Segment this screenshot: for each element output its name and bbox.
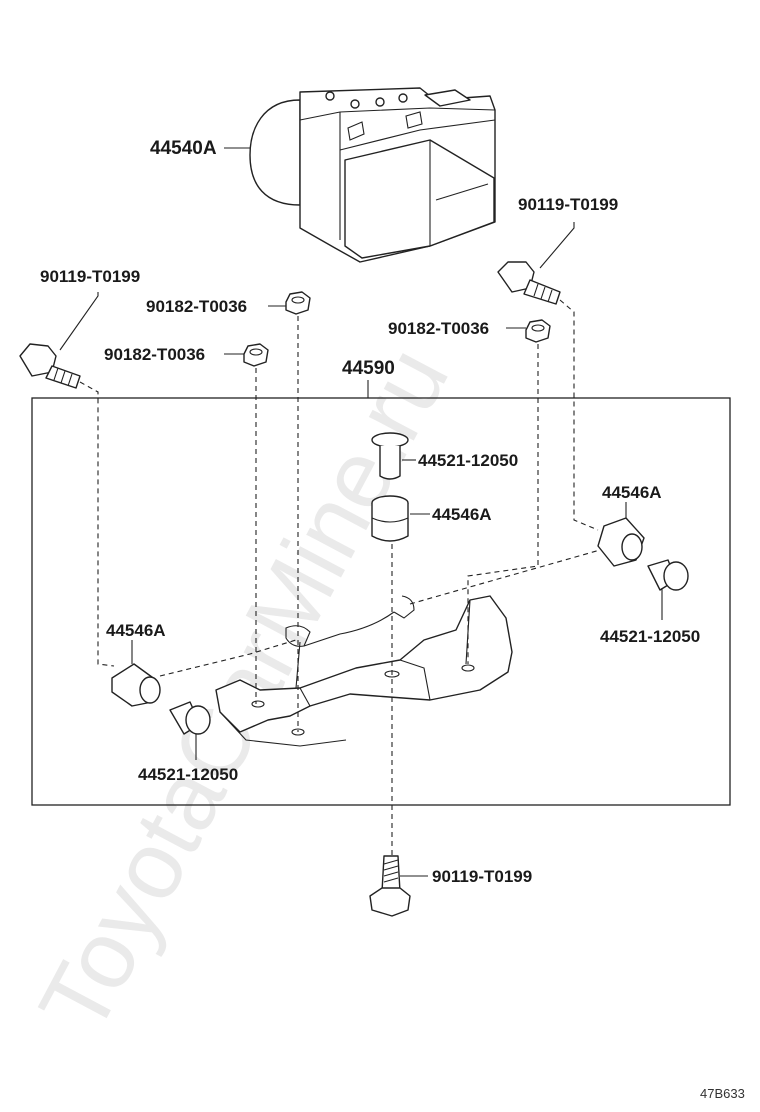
label-bracket: 44590 [342,358,395,379]
collar-left[interactable] [169,701,211,735]
label-bolt-bottom: 90119-T0199 [432,867,532,886]
label-collar-right: 44521-12050 [600,627,700,646]
abs-actuator[interactable] [249,87,496,263]
label-nut-left: 90182-T0036 [104,345,205,364]
alignment-lines [79,299,601,856]
label-nut-center: 90182-T0036 [146,297,247,316]
bolt-top-left[interactable] [19,343,81,389]
label-nut-right: 90182-T0036 [388,319,489,338]
bracket-frame [31,397,731,806]
cushion-top[interactable] [371,495,409,542]
cushion-left[interactable] [111,663,161,707]
label-collar-top: 44521-12050 [418,451,518,470]
cushion-right[interactable] [597,517,645,567]
mounting-bracket[interactable] [215,595,513,747]
bolt-top-left-leader [59,292,99,351]
drawing-code: 47B633 [700,1086,745,1101]
label-collar-left: 44521-12050 [138,765,238,784]
nut-center[interactable] [285,291,311,315]
collar-top[interactable] [371,432,409,480]
nut-right[interactable] [525,319,551,343]
bolt-top-right[interactable] [497,261,561,305]
collar-right[interactable] [647,559,689,591]
label-actuator: 44540A [150,138,217,159]
label-bolt-top-left: 90119-T0199 [40,267,140,286]
label-bolt-top-right: 90119-T0199 [518,195,618,214]
bolt-bottom[interactable] [369,855,411,917]
label-cushion-left: 44546A [106,621,166,640]
bolt-top-right-leader [539,222,575,269]
label-cushion-right: 44546A [602,483,662,502]
nut-left[interactable] [243,343,269,367]
label-cushion-top: 44546A [432,505,492,524]
